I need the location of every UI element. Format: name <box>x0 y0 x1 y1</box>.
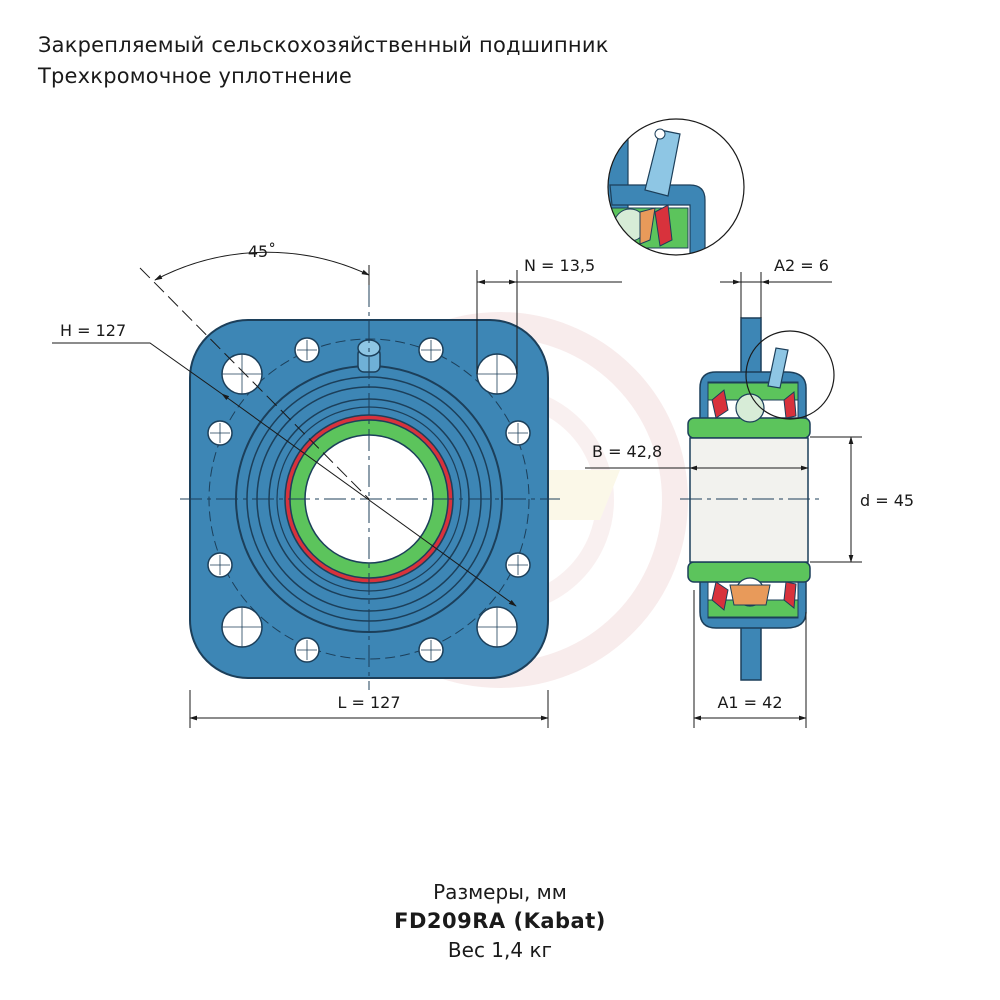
dim-a1-label: A1 = 42 <box>717 693 782 712</box>
dim-l-label: L = 127 <box>337 693 400 712</box>
dim-d-label: d = 45 <box>860 491 914 510</box>
dim-a2-label: A2 = 6 <box>774 256 829 275</box>
model-name: FD209RA (Kabat) <box>394 909 606 933</box>
front-view <box>52 251 622 728</box>
detail-callout <box>607 118 745 256</box>
dim-angle-label: 45˚ <box>248 242 276 261</box>
dim-h-label: H = 127 <box>60 321 126 340</box>
title-block: Закрепляемый сельскохозяйственный подшип… <box>38 30 609 92</box>
title-line-1: Закрепляемый сельскохозяйственный подшип… <box>38 33 609 57</box>
dim-n-label: N = 13,5 <box>524 256 595 275</box>
weight-caption: Вес 1,4 кг <box>447 938 553 962</box>
title-line-2: Трехкромочное уплотнение <box>38 64 353 88</box>
units-caption: Размеры, мм <box>433 880 567 904</box>
side-section-view <box>585 272 862 728</box>
dim-b-label: B = 42,8 <box>592 442 662 461</box>
